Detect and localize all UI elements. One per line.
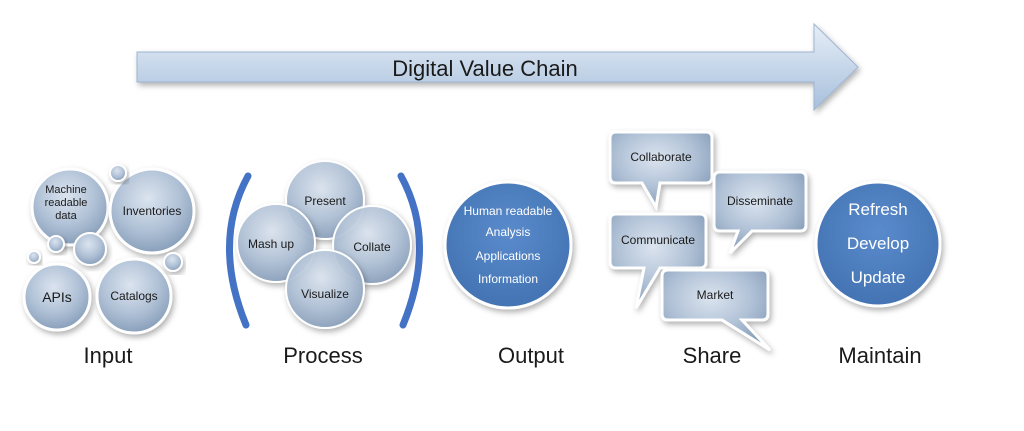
value-chain-arrow [136,22,859,112]
maintain-group: Refresh Develop Update Maintain [814,180,942,368]
small-bubble [27,250,41,264]
output-stage-label: Output [498,343,564,368]
maintain-item-develop: Develop [847,234,909,253]
input-item-data: data [55,210,77,222]
share-item-market: Market [697,288,734,302]
collaborate-callout [608,130,714,212]
share-item-disseminate: Disseminate [727,194,793,208]
small-bubble [163,252,183,272]
small-bubble [47,235,65,253]
output-item-information: Information [478,272,538,286]
right-bracket-arc [397,172,423,329]
machine-readable-bubble [30,167,110,247]
small-bubble [109,164,127,182]
maintain-circle [814,180,942,308]
inventories-bubble [108,167,196,255]
communicate-callout [608,212,708,309]
process-item-collate: Collate [353,240,391,254]
maintain-item-update: Update [851,268,906,287]
input-item-inventories: Inventories [123,204,182,218]
apis-bubble [22,262,92,332]
share-group: Collaborate Disseminate Communicate Mark… [608,130,808,368]
small-bubble [73,232,107,266]
diagram-title: Digital Value Chain [392,56,577,81]
process-item-visualize: Visualize [301,287,349,301]
output-item-analysis: Analysis [486,225,531,239]
maintain-stage-label: Maintain [838,343,921,368]
share-stage-label: Share [683,343,742,368]
market-callout [660,268,772,352]
share-item-communicate: Communicate [621,233,695,247]
output-item-applications: Applications [476,249,541,263]
input-item-readable: readable [45,197,88,209]
output-item-human-readable: Human readable [464,204,553,218]
process-stage-label: Process [283,343,362,368]
output-circle [443,180,573,310]
input-item-catalogs: Catalogs [110,289,157,303]
maintain-item-refresh: Refresh [848,200,908,219]
visualize-circle [285,249,365,329]
left-bracket-arc [226,172,252,329]
process-item-present: Present [304,194,346,208]
catalogs-bubble [95,257,173,335]
disseminate-callout [712,170,808,255]
input-item-apis: APIs [42,289,72,305]
process-item-mashup: Mash up [248,237,294,251]
process-group: Present Mash up Collate Visualize Proces… [226,160,423,368]
input-stage-label: Input [84,343,133,368]
share-item-collaborate: Collaborate [630,150,692,164]
output-group: Human readable Analysis Applications Inf… [443,180,573,368]
input-group: Machine readable data Inventories APIs C… [22,164,196,368]
input-item-machine: Machine [45,184,87,196]
